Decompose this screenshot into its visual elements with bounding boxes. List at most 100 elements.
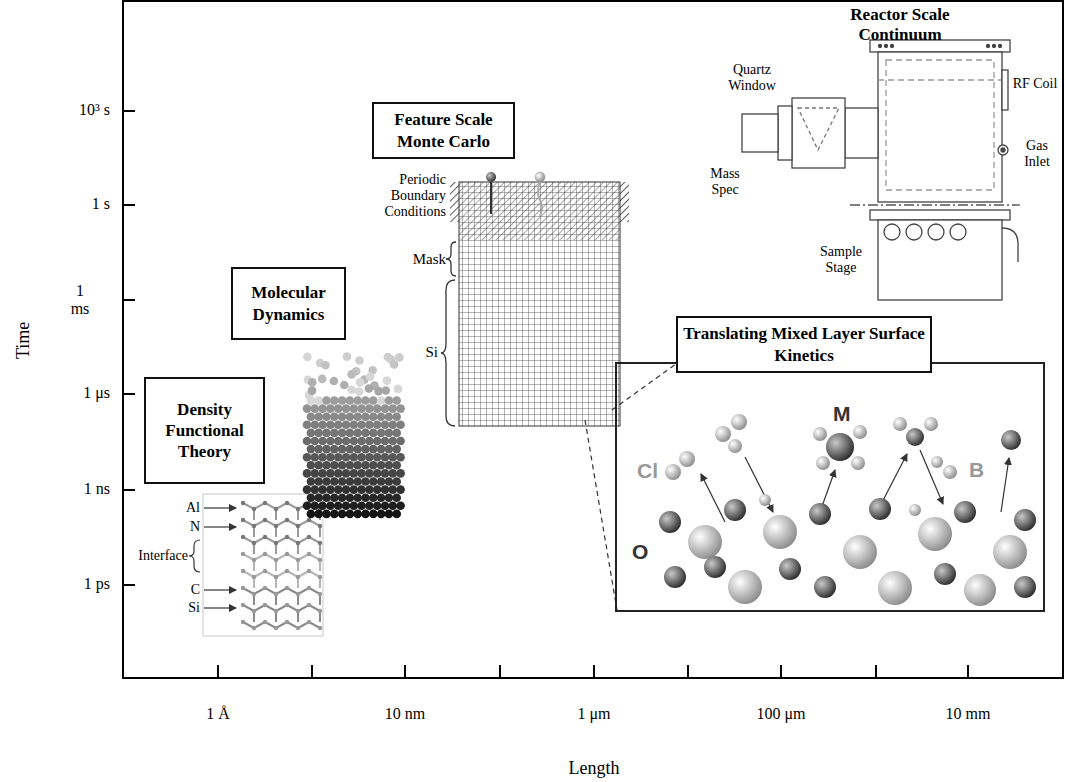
atom <box>392 429 401 438</box>
atom <box>377 429 386 438</box>
reaction-arrows <box>701 450 1009 522</box>
atom <box>314 461 323 470</box>
atom <box>355 387 364 396</box>
atom <box>353 493 362 502</box>
atom <box>252 541 256 545</box>
atom <box>964 574 996 606</box>
atom <box>381 502 390 511</box>
atom <box>365 404 374 413</box>
atom <box>296 626 300 630</box>
atom <box>296 507 300 511</box>
atom <box>392 396 401 405</box>
atom <box>263 586 267 590</box>
atom <box>322 510 331 519</box>
atom <box>353 477 362 486</box>
atom <box>392 477 401 486</box>
atom <box>396 453 405 462</box>
stage-line <box>850 204 1020 205</box>
chamber-body <box>878 52 1002 202</box>
atom <box>392 461 401 470</box>
pointer-arrow <box>204 589 236 590</box>
mask-hatch <box>459 182 620 240</box>
atom <box>350 437 359 446</box>
atom <box>1014 576 1036 598</box>
atom <box>285 586 289 590</box>
atom <box>893 417 907 431</box>
atom <box>759 494 771 506</box>
atom <box>377 396 386 405</box>
atom <box>353 510 362 519</box>
atom <box>342 404 351 413</box>
atom <box>357 421 366 430</box>
atom <box>728 570 762 604</box>
atom <box>346 461 355 470</box>
atom <box>346 412 355 421</box>
atom <box>314 429 323 438</box>
atom <box>330 412 339 421</box>
atom <box>307 510 316 519</box>
atom <box>383 376 392 385</box>
plot-frame <box>123 1 1063 678</box>
atom <box>318 404 327 413</box>
atom <box>285 603 289 607</box>
surface-kinetics-frame: ClMBO <box>615 362 1045 612</box>
atom <box>361 493 370 502</box>
model-title: Density Functional Theory <box>150 399 259 463</box>
atom <box>728 439 742 453</box>
atom <box>334 421 343 430</box>
atom <box>704 556 726 578</box>
atom <box>688 525 722 559</box>
atom <box>311 502 320 511</box>
tick-label: 1 Å <box>178 705 258 723</box>
atom <box>321 361 330 370</box>
particle-track <box>538 182 542 216</box>
atom <box>318 592 322 596</box>
boundary-hatch <box>620 182 629 222</box>
atom <box>338 477 347 486</box>
atom <box>385 412 394 421</box>
atom <box>731 414 747 430</box>
atom <box>377 445 386 454</box>
tick <box>780 665 782 678</box>
atom <box>296 592 300 596</box>
atom <box>724 499 746 521</box>
coil-lead <box>1002 70 1008 110</box>
atom <box>396 502 405 511</box>
atom <box>381 453 390 462</box>
atom <box>869 498 891 520</box>
atom <box>389 437 398 446</box>
atom <box>385 396 394 405</box>
gas-inlet <box>998 145 1008 155</box>
layer-label: Al <box>176 500 200 516</box>
tick <box>967 665 969 678</box>
atom <box>311 437 320 446</box>
atom <box>365 485 374 494</box>
atom <box>311 453 320 462</box>
lower-chamber <box>878 220 1002 300</box>
atom <box>314 445 323 454</box>
atom <box>241 501 245 505</box>
atom <box>307 429 316 438</box>
atom <box>350 469 359 478</box>
atom <box>326 404 335 413</box>
atom <box>241 586 245 590</box>
atom <box>318 558 322 562</box>
atom <box>274 507 278 511</box>
atom <box>342 485 351 494</box>
atom <box>924 417 938 431</box>
atom <box>826 433 854 461</box>
atom <box>943 465 957 479</box>
part-label: Gas Inlet <box>1016 138 1058 170</box>
atom <box>338 412 347 421</box>
atom <box>307 552 311 556</box>
atom <box>350 502 359 511</box>
atom <box>318 609 322 613</box>
atom <box>330 461 339 470</box>
title-text-group: Molecular Dynamics <box>237 282 340 325</box>
atom <box>1014 509 1036 531</box>
atom <box>263 569 267 573</box>
atom <box>318 421 327 430</box>
bolt <box>987 45 990 48</box>
region-label: Si <box>414 344 438 361</box>
